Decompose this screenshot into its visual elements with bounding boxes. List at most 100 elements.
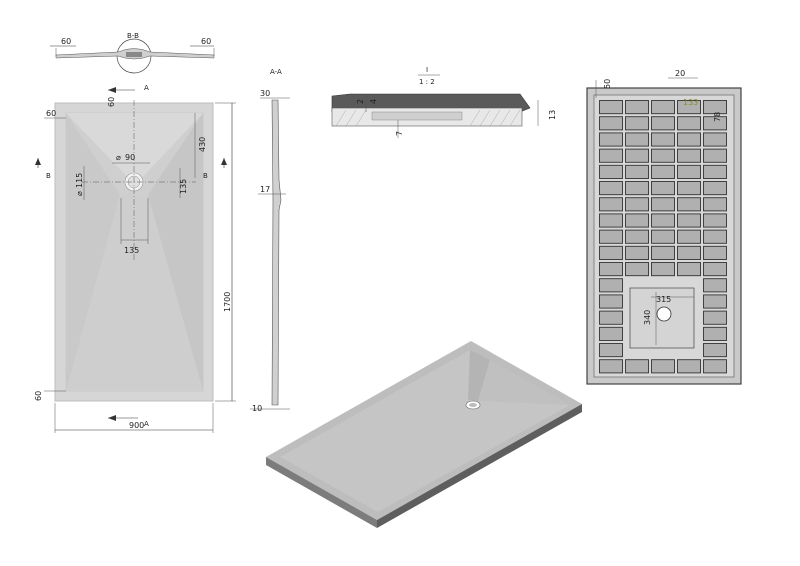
- rib-cell: [652, 182, 675, 195]
- rib-cell: [600, 149, 623, 162]
- rib-cell: [600, 311, 623, 324]
- rib-cell: [704, 344, 727, 357]
- bottom-view: 315 340 50 20 133 78: [587, 69, 741, 384]
- detail-dim-bottom: 7: [395, 131, 404, 136]
- dim-pad-width: 315: [656, 295, 671, 304]
- section-arrow-icon: [108, 415, 116, 421]
- detail-view: I 1 : 2 2 4 13 7: [332, 66, 557, 138]
- rib-cell: [652, 360, 675, 373]
- dim-bottom-left-offset: 60: [34, 391, 43, 401]
- detail-dim-left-small: 2: [356, 99, 365, 104]
- dim-top-offset: 60: [107, 97, 116, 107]
- rib-cell: [652, 246, 675, 259]
- rib-cell: [652, 133, 675, 146]
- rib-cell: [626, 133, 649, 146]
- dim-drain-diameter-outer: 115: [75, 173, 84, 188]
- rib-cell: [678, 117, 701, 130]
- rib-cell: [600, 246, 623, 259]
- iso-drain-inner: [469, 403, 477, 407]
- rib-cell: [626, 101, 649, 114]
- rib-cell: [704, 165, 727, 178]
- rib-cell: [600, 344, 623, 357]
- rib-cell: [704, 101, 727, 114]
- rib-cell: [600, 295, 623, 308]
- rib-cell: [704, 279, 727, 292]
- detail-scale: 1 : 2: [419, 78, 435, 86]
- rib-cell: [626, 182, 649, 195]
- rib-cell: [626, 198, 649, 211]
- rib-cell: [626, 230, 649, 243]
- rib-cell: [600, 263, 623, 276]
- drain-hole-icon: [657, 307, 671, 321]
- dim-edge: 50: [603, 79, 612, 89]
- rib-cell: [600, 230, 623, 243]
- rib-cell: [652, 101, 675, 114]
- dim-left-offset: 60: [46, 109, 56, 118]
- dim-cell: 133: [683, 98, 698, 107]
- rib-cell: [704, 246, 727, 259]
- rib-cell: [600, 279, 623, 292]
- rib-cell: [600, 214, 623, 227]
- dim-drain-from-right: 135: [179, 179, 188, 194]
- rib-cell: [652, 214, 675, 227]
- rib-cell: [704, 198, 727, 211]
- section-bb-dim-left: 60: [61, 37, 71, 46]
- rib-cell: [678, 165, 701, 178]
- dim-drain-diameter-outer-symbol: ⌀: [75, 191, 84, 196]
- rib-cell: [626, 165, 649, 178]
- section-marker-a-top: A: [144, 84, 149, 92]
- rib-cell: [600, 117, 623, 130]
- section-aa-dim-mid: 17: [260, 185, 270, 194]
- rib-cell: [704, 327, 727, 340]
- rib-cell: [600, 198, 623, 211]
- section-aa-title: A-A: [270, 68, 282, 76]
- rib-cell: [678, 198, 701, 211]
- dim-corner: 78: [713, 112, 722, 122]
- rib-cell: [652, 165, 675, 178]
- rib-cell: [678, 360, 701, 373]
- rib-cell: [652, 117, 675, 130]
- section-bb-drain: [126, 52, 142, 57]
- rib-cell: [600, 133, 623, 146]
- section-marker-b-right: B: [203, 172, 208, 180]
- rib-cell: [704, 263, 727, 276]
- rib-cell: [626, 263, 649, 276]
- rib-cell: [600, 182, 623, 195]
- section-bb-view: B-B 60 60: [50, 32, 214, 73]
- rib-cell: [626, 149, 649, 162]
- detail-title: I: [426, 66, 428, 74]
- front-view: A A B B 900 1700 60 60 60 ⌀ 90 ⌀: [34, 84, 236, 433]
- rib-cell: [704, 149, 727, 162]
- rib-cell: [678, 230, 701, 243]
- rib-cell: [626, 360, 649, 373]
- detail-dim-right: 13: [548, 110, 557, 120]
- section-aa-profile: [272, 100, 281, 405]
- rib-cell: [678, 246, 701, 259]
- dim-drain-diameter-inner-symbol: ⌀: [116, 153, 121, 162]
- rib-cell: [626, 117, 649, 130]
- section-marker-a-bottom: A: [144, 420, 149, 428]
- dim-drain-diameter-inner: 90: [125, 153, 135, 162]
- dim-drain-from-top: 430: [198, 137, 207, 152]
- section-aa-dim-bottom: 10: [252, 404, 262, 413]
- rib-cell: [600, 165, 623, 178]
- rib-cell: [600, 327, 623, 340]
- rib-cell: [678, 214, 701, 227]
- rib-cell: [704, 133, 727, 146]
- rib-cell: [704, 214, 727, 227]
- rib-cell: [704, 295, 727, 308]
- isometric-view: [266, 341, 582, 528]
- detail-dim-left-large: 4: [369, 99, 378, 104]
- rib-cell: [626, 214, 649, 227]
- rib-cell: [678, 149, 701, 162]
- rib-cell: [600, 101, 623, 114]
- section-arrow-icon: [35, 158, 41, 165]
- dim-pad-height: 340: [643, 310, 652, 325]
- rib-cell: [626, 246, 649, 259]
- section-arrow-icon: [221, 158, 227, 165]
- rib-cell: [600, 360, 623, 373]
- dim-width: 900: [129, 421, 144, 430]
- rib-cell: [704, 360, 727, 373]
- dim-slot-width: 135: [124, 246, 139, 255]
